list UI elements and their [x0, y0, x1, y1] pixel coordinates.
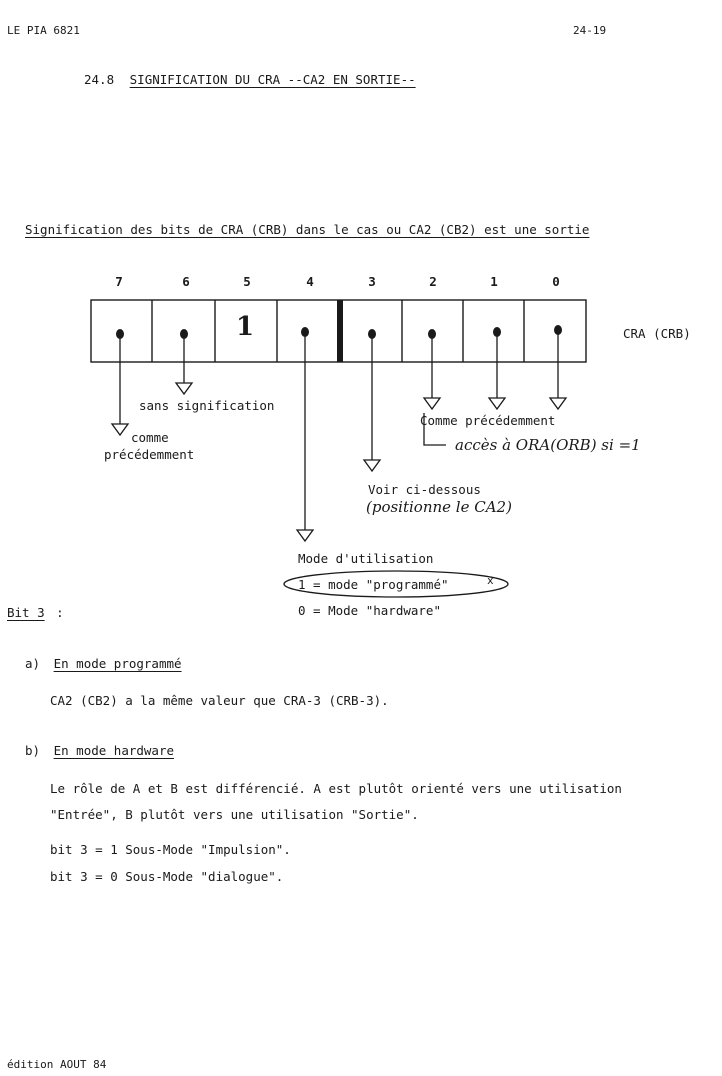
mode-title: Mode d'utilisation [298, 551, 434, 566]
mode-b-prefix: b) [25, 743, 41, 758]
bit-number: 6 [182, 274, 190, 289]
mode-b-line1: Le rôle de A et B est différencié. A est… [50, 781, 622, 796]
bit-number: 0 [552, 274, 560, 289]
bit-number: 5 [243, 274, 251, 289]
page-header-left: LE PIA 6821 [7, 24, 80, 37]
page-number: 24-19 [573, 24, 607, 37]
handwritten-bracket [423, 413, 446, 446]
bit-number: 3 [368, 274, 376, 289]
arrowhead [110, 423, 130, 437]
section-number: 24.8 [84, 72, 115, 87]
bit-number: 1 [490, 274, 498, 289]
arrowhead [422, 397, 442, 411]
mode-b-heading: b) En mode hardware [25, 743, 174, 758]
bit3-colon: : [56, 605, 64, 620]
note-bit3-handwritten: (positionne le CA2) [366, 498, 512, 516]
bit-number: 2 [429, 274, 437, 289]
note-bits210: Comme précédemment [420, 413, 556, 428]
bit5-handwritten-value: 1 [236, 312, 255, 342]
bit-number: 4 [306, 274, 314, 289]
mode-0: 0 = Mode "hardware" [298, 603, 441, 618]
bit3-label: Bit 3 [7, 605, 45, 620]
mode-a-title: En mode programmé [53, 656, 182, 671]
mode-1-mark: x [487, 574, 494, 587]
arrowhead [548, 397, 568, 411]
bit-number: 7 [115, 274, 123, 289]
note-bit6: sans signification [139, 398, 275, 413]
handwritten-circle [283, 570, 509, 598]
section-title: 24.8 SIGNIFICATION DU CRA --CA2 EN SORTI… [84, 72, 416, 87]
mode-b-bit-line2: bit 3 = 0 Sous-Mode "dialogue". [50, 869, 284, 884]
mode-a-prefix: a) [25, 656, 41, 671]
mode-b-bit-line1: bit 3 = 1 Sous-Mode "Impulsion". [50, 842, 291, 857]
mode-1: 1 = mode "programmé" [298, 577, 449, 592]
page-footer: édition AOUT 84 [7, 1058, 107, 1071]
mode-a-text: CA2 (CB2) a la même valeur que CRA-3 (CR… [50, 693, 389, 708]
mode-b-line2: "Entrée", B plutôt vers une utilisation … [50, 807, 419, 822]
arrowhead [174, 382, 194, 396]
note-bits210-handwritten: accès à ORA(ORB) si =1 [455, 436, 641, 454]
arrowhead [487, 397, 507, 411]
note-bit3: Voir ci-dessous [368, 482, 481, 497]
section-title-text: SIGNIFICATION DU CRA --CA2 EN SORTIE-- [129, 72, 416, 87]
note-bit7-line1: comme [131, 430, 169, 445]
arrowhead [362, 459, 382, 473]
thick-divider [337, 300, 343, 362]
register-label: CRA (CRB) [623, 326, 691, 341]
mode-b-title: En mode hardware [53, 743, 175, 758]
arrowhead [295, 529, 315, 543]
diagram-caption: Signification des bits de CRA (CRB) dans… [25, 222, 590, 237]
note-bit7-line2: précédemment [104, 447, 195, 462]
mode-a-heading: a) En mode programmé [25, 656, 182, 671]
bit3-heading: Bit 3 : [7, 605, 64, 620]
